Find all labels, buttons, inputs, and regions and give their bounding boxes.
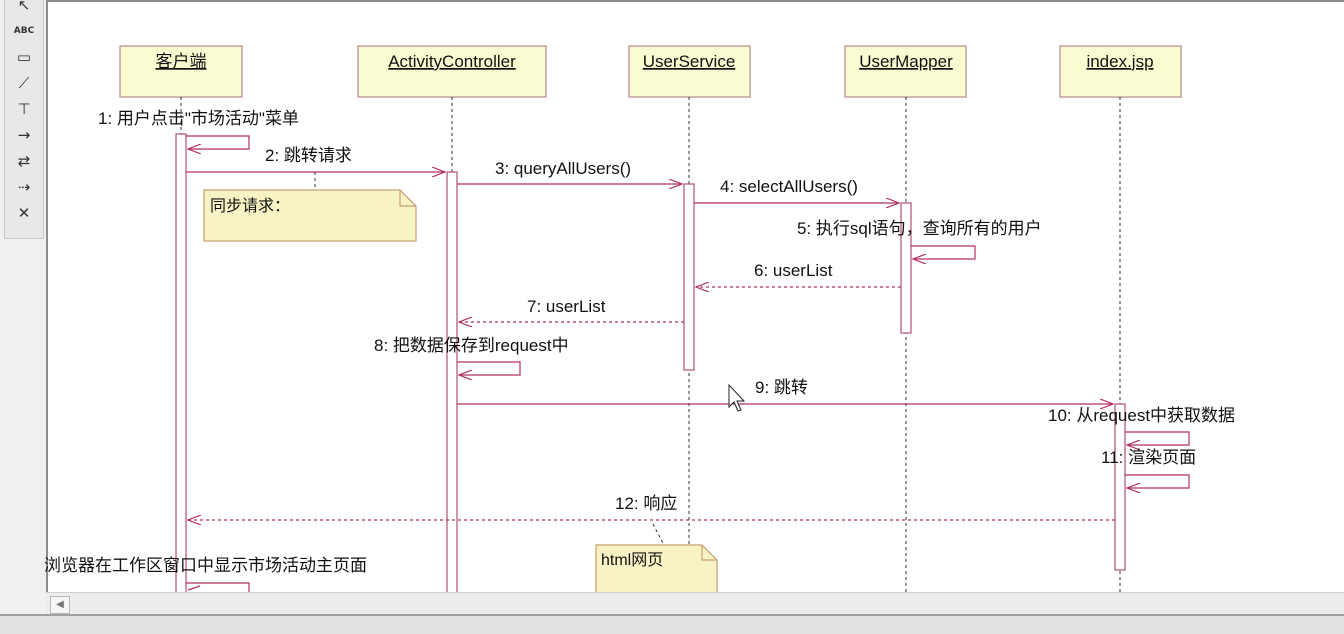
message-label: 4: selectAllUsers() <box>720 177 858 196</box>
status-bar <box>0 614 1344 634</box>
activation-bar-client <box>175 133 187 592</box>
select-arrow-icon[interactable]: ↖ <box>17 0 31 14</box>
message-6[interactable]: 6: userList <box>696 261 901 287</box>
message-label: 1: 用户点击"市场活动"菜单 <box>98 109 299 128</box>
line-tool-icon[interactable]: ⟋ <box>18 74 30 92</box>
mouse-cursor-icon <box>728 383 746 412</box>
note-label: html网页 <box>601 552 663 569</box>
lifeline-userservice[interactable]: UserService <box>628 45 751 98</box>
activation-bar-jsp <box>1114 403 1126 571</box>
message-label: 12: 响应 <box>615 494 677 513</box>
sequence-diagram: 客户端 ActivityController UserService UserM… <box>44 45 1235 592</box>
message-8[interactable]: 8: 把数据保存到request中 <box>374 336 569 375</box>
lifeline-indexjsp[interactable]: index.jsp <box>1059 45 1182 98</box>
text-tool-icon[interactable]: ABC <box>13 26 35 36</box>
horizontal-scrollbar[interactable]: ◀ <box>46 592 1344 615</box>
note-sync-request[interactable]: 同步请求： <box>203 172 417 242</box>
message-10[interactable]: 10: 从request中获取数据 <box>1048 406 1235 445</box>
message-1[interactable]: 1: 用户点击"市场活动"菜单 <box>98 109 299 149</box>
message-label: 8: 把数据保存到request中 <box>374 336 569 355</box>
diagram-canvas[interactable] <box>46 0 1344 592</box>
message-9[interactable]: 9: 跳转 <box>457 378 1113 404</box>
note-html-page[interactable]: html网页 <box>595 523 718 592</box>
message-5[interactable]: 5: 执行sql语句，查询所有的用户 <box>797 219 1042 259</box>
lifeline-label: index.jsp <box>1086 52 1153 71</box>
tool-panel: ↖ ABC ▭ ⟋ ⊤ → ⇄ ⇢ ✕ <box>4 0 44 239</box>
message-7[interactable]: 7: userList <box>459 297 684 322</box>
lifeline-label: UserService <box>643 52 736 71</box>
return-message-icon[interactable]: ⇄ <box>17 152 31 170</box>
rectangle-tool-icon[interactable]: ▭ <box>16 48 32 66</box>
message-label: 10: 从request中获取数据 <box>1048 406 1235 425</box>
lifeline-client[interactable]: 客户端 <box>119 45 243 98</box>
lifeline-label: 客户端 <box>156 52 207 71</box>
activation-bar-mapper <box>900 202 912 334</box>
activation-bar-service <box>683 183 695 371</box>
lifeline-label: UserMapper <box>859 52 953 71</box>
lifeline-usermapper[interactable]: UserMapper <box>844 45 967 98</box>
message-label: 9: 跳转 <box>755 378 808 397</box>
dashed-arrow-icon[interactable]: ⇢ <box>17 178 31 196</box>
message-label: 2: 跳转请求 <box>265 146 352 165</box>
message-label: 3: queryAllUsers() <box>495 159 631 178</box>
message-2[interactable]: 2: 跳转请求 <box>186 146 445 172</box>
message-13[interactable]: 浏览器在工作区窗口中显示市场活动主页面 <box>44 556 367 592</box>
lifeline-label: ActivityController <box>388 52 516 71</box>
message-label: 5: 执行sql语句，查询所有的用户 <box>797 219 1042 238</box>
note-label: 同步请求： <box>210 197 290 215</box>
message-label: 浏览器在工作区窗口中显示市场活动主页面 <box>44 556 367 575</box>
destroy-icon[interactable]: ✕ <box>17 204 31 222</box>
note-tool-icon[interactable]: ⊤ <box>17 100 31 118</box>
message-4[interactable]: 4: selectAllUsers() <box>694 177 899 203</box>
lifeline-dashes <box>180 97 1121 592</box>
message-12[interactable]: 12: 响应 <box>188 494 1115 520</box>
message-label: 6: userList <box>754 261 833 280</box>
message-arrow-icon[interactable]: → <box>17 126 31 144</box>
message-label: 11: 渲染页面 <box>1101 448 1196 467</box>
activation-bar-controller <box>446 171 458 592</box>
message-label: 7: userList <box>527 297 606 316</box>
diagram-toolbox: ↖ ABC ▭ ⟋ ⊤ → ⇄ ⇢ ✕ <box>0 0 44 592</box>
lifeline-activitycontroller[interactable]: ActivityController <box>357 45 547 98</box>
message-3[interactable]: 3: queryAllUsers() <box>457 159 682 184</box>
message-11[interactable]: 11: 渲染页面 <box>1101 448 1196 488</box>
scroll-left-icon[interactable]: ◀ <box>50 596 70 614</box>
